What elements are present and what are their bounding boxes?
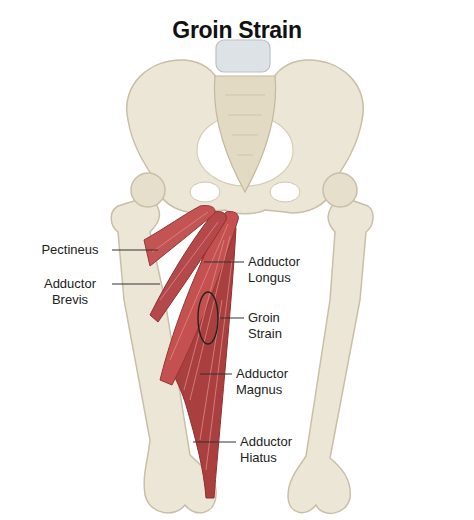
- leader-line: [204, 262, 244, 263]
- part-label: Adductor Magnus: [236, 366, 302, 398]
- part-label: Pectineus: [30, 242, 110, 258]
- leader-line: [112, 284, 160, 285]
- leader-line: [200, 374, 232, 375]
- muscle-fibres: [152, 212, 232, 470]
- right-femur: [288, 173, 373, 513]
- leader-line: [193, 442, 236, 443]
- pelvic-bone: [127, 60, 364, 214]
- obturator-foramen: [190, 182, 220, 202]
- part-label: Adductor Longus: [248, 254, 314, 286]
- strain-ellipse: [198, 292, 218, 344]
- part-label: Adductor Hiatus: [240, 434, 304, 466]
- femur-bone: [288, 196, 373, 513]
- sacral-ridges: [225, 95, 265, 155]
- femoral-head: [131, 173, 165, 207]
- obturator-foramen: [270, 182, 300, 202]
- leader-line: [112, 250, 158, 251]
- pelvis: [127, 40, 364, 214]
- adductor-muscles: [144, 205, 238, 498]
- part-label: Groin Strain: [248, 310, 314, 342]
- vertebra: [216, 40, 270, 72]
- part-label: Adductor Brevis: [30, 276, 110, 308]
- sacrum: [214, 76, 275, 192]
- title: Groin Strain: [0, 16, 474, 44]
- leader-line: [220, 318, 244, 319]
- leader-lines: [112, 250, 244, 442]
- femoral-head: [323, 173, 357, 207]
